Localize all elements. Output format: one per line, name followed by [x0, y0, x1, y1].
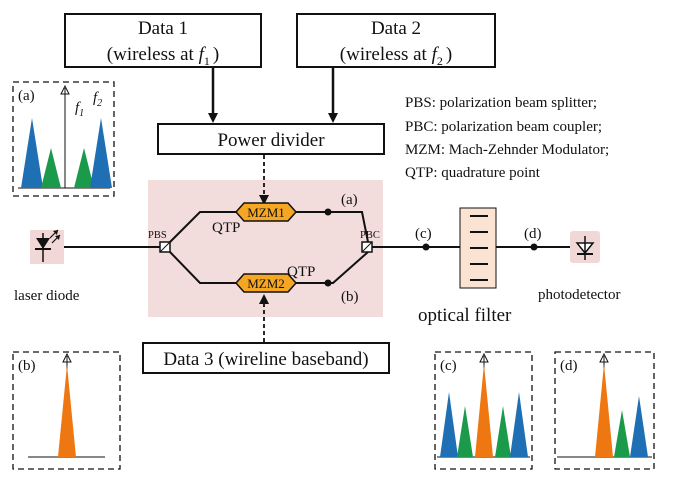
legend-line-pbc: PBC: polarization beam coupler; [405, 119, 602, 135]
power-divider-block: Power divider [157, 123, 385, 155]
data2-subtitle: (wireless at f2) [340, 44, 452, 68]
photodetector [570, 231, 600, 263]
legend-line-mzm: MZM: Mach-Zehnder Modulator; [405, 142, 609, 158]
laser-diode-label: laser diode [14, 288, 80, 304]
data2-block: Data 2 (wireless at f2) [296, 13, 496, 68]
inset-a-f1: f1 [75, 100, 84, 119]
mzm1-modulator: MZM1 [234, 202, 298, 222]
laser-diode [30, 229, 64, 264]
point-c-label: (c) [415, 226, 432, 242]
point-a-dot [324, 208, 332, 216]
point-a-label: (a) [341, 192, 358, 208]
data3-block: Data 3 (wireline baseband) [142, 342, 390, 374]
spectrum-inset-d: (d) [554, 351, 655, 470]
mzm1-label: MZM1 [247, 205, 285, 220]
pbc-coupler-diagonal [361, 241, 373, 253]
inset-a-label: (a) [18, 88, 35, 104]
spectrum-inset-c: (c) [434, 351, 533, 470]
abbreviation-legend: PBS: polarization beam splitter; PBC: po… [405, 95, 609, 181]
point-d-label: (d) [524, 226, 542, 242]
pbc-label: PBC [360, 230, 380, 241]
mzm2-label: MZM2 [247, 276, 285, 291]
data1-subtitle: (wireless at f1) [107, 44, 219, 68]
optical-filter-label: optical filter [418, 305, 512, 326]
point-c-dot [422, 243, 430, 251]
data3-label: Data 3 (wireline baseband) [163, 349, 368, 370]
pbs-label: PBS [148, 230, 167, 241]
qtp-upper-label: QTP [212, 220, 240, 236]
power-divider-label: Power divider [217, 130, 325, 151]
data1-title: Data 1 [138, 18, 188, 39]
data2-title: Data 2 [371, 18, 421, 39]
pbs-splitter-diagonal [159, 241, 171, 253]
point-b-label: (b) [341, 289, 359, 305]
point-b-dot [324, 279, 332, 287]
data1-block: Data 1 (wireless at f1) [64, 13, 262, 68]
legend-line-pbs: PBS: polarization beam splitter; [405, 95, 597, 111]
mzm2-modulator: MZM2 [234, 273, 298, 293]
inset-c-label: (c) [440, 358, 457, 374]
inset-a-f2: f2 [93, 90, 102, 109]
qtp-lower-label: QTP [287, 264, 315, 280]
point-d-dot [530, 243, 538, 251]
optical-filter [459, 207, 497, 289]
inset-d-label: (d) [560, 358, 578, 374]
legend-line-qtp: QTP: quadrature point [405, 165, 541, 181]
spectrum-inset-a: (a) f1 f2 [12, 81, 115, 197]
photodetector-label: photodetector [538, 287, 620, 303]
inset-b-label: (b) [18, 358, 36, 374]
spectrum-inset-b: (b) [12, 351, 121, 470]
